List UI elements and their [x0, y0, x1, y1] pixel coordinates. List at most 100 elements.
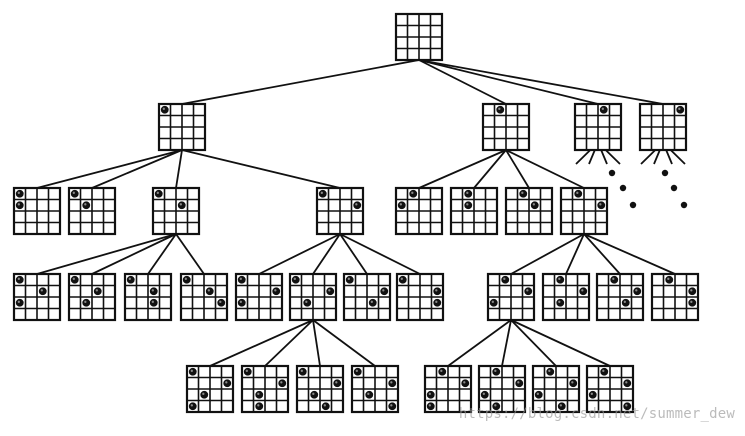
queen-highlight — [526, 289, 529, 292]
queen-piece — [200, 390, 209, 399]
queen-highlight — [239, 300, 242, 303]
queen-piece — [255, 402, 264, 411]
queen-highlight — [517, 381, 520, 384]
queen-piece — [82, 298, 91, 307]
tree-edge — [147, 233, 177, 275]
queen-highlight — [571, 381, 574, 384]
board-node — [531, 364, 581, 414]
tree-edge — [418, 59, 507, 105]
queen-piece — [223, 379, 232, 388]
queen-piece — [333, 379, 342, 388]
queen-piece — [515, 379, 524, 388]
tree-edge — [510, 233, 585, 275]
queen-piece — [426, 390, 435, 399]
queen-piece — [600, 367, 609, 376]
queen-highlight — [678, 107, 681, 110]
queen-piece — [321, 402, 330, 411]
queen-piece — [480, 390, 489, 399]
queen-piece — [398, 275, 407, 284]
queen-highlight — [503, 277, 506, 280]
queen-piece — [464, 201, 473, 210]
stub-line — [605, 149, 621, 165]
queen-piece — [610, 275, 619, 284]
queen-highlight — [305, 300, 308, 303]
queen-piece — [154, 189, 163, 198]
queen-highlight — [690, 289, 693, 292]
queen-piece — [546, 367, 555, 376]
queen-piece — [492, 367, 501, 376]
queen-highlight — [95, 289, 98, 292]
queen-piece — [388, 379, 397, 388]
queen-piece — [489, 298, 498, 307]
queen-piece — [126, 275, 135, 284]
queen-highlight — [625, 404, 628, 407]
tree-edge — [339, 233, 421, 275]
queen-highlight — [17, 277, 20, 280]
queen-highlight — [532, 203, 535, 206]
queen-highlight — [207, 289, 210, 292]
queen-piece — [433, 287, 442, 296]
queen-highlight — [635, 289, 638, 292]
queen-piece — [255, 390, 264, 399]
queen-highlight — [219, 300, 222, 303]
queen-highlight — [84, 300, 87, 303]
queen-highlight — [245, 369, 248, 372]
board-node — [595, 272, 645, 322]
queen-highlight — [428, 404, 431, 407]
tree-edge — [312, 319, 376, 367]
queen-highlight — [390, 381, 393, 384]
tree-edge — [175, 233, 205, 275]
board-node — [157, 102, 207, 152]
board-node — [315, 186, 365, 236]
queen-highlight — [257, 392, 260, 395]
queen-highlight — [293, 277, 296, 280]
queen-piece — [501, 275, 510, 284]
tree-edge — [264, 319, 314, 367]
board-node — [481, 102, 531, 152]
queen-highlight — [590, 392, 593, 395]
board-node — [559, 186, 609, 236]
queen-highlight — [84, 203, 87, 206]
queen-piece — [621, 298, 630, 307]
board-node — [185, 364, 235, 414]
queen-piece — [688, 287, 697, 296]
board-node — [342, 272, 392, 322]
queen-highlight — [440, 369, 443, 372]
queen-highlight — [17, 203, 20, 206]
board-node — [395, 272, 445, 322]
tree-edge — [312, 319, 321, 367]
queen-highlight — [690, 300, 693, 303]
queen-piece — [519, 189, 528, 198]
queen-highlight — [498, 107, 501, 110]
queen-piece — [82, 201, 91, 210]
tree-edge — [175, 149, 183, 189]
queen-highlight — [320, 191, 323, 194]
queen-piece — [530, 201, 539, 210]
continuation-stub — [575, 149, 637, 209]
tree-edge — [510, 319, 611, 367]
board-node — [650, 272, 700, 322]
queen-highlight — [612, 277, 615, 280]
queen-piece — [623, 402, 632, 411]
queen-piece — [426, 402, 435, 411]
queen-piece — [461, 379, 470, 388]
queen-piece — [353, 201, 362, 210]
tree-edge — [181, 149, 341, 189]
queen-highlight — [347, 277, 350, 280]
tree-edge — [565, 233, 585, 275]
ellipsis-dot — [680, 201, 688, 209]
board-node — [394, 186, 444, 236]
queen-piece — [217, 298, 226, 307]
queen-piece — [665, 275, 674, 284]
queen-highlight — [179, 203, 182, 206]
queen-piece — [15, 298, 24, 307]
queen-highlight — [184, 277, 187, 280]
ellipsis-dot — [629, 201, 637, 209]
queen-highlight — [558, 300, 561, 303]
board-node — [541, 272, 591, 322]
queen-piece — [303, 298, 312, 307]
queen-piece — [93, 287, 102, 296]
queen-piece — [326, 287, 335, 296]
queen-highlight — [411, 191, 414, 194]
tree-edge — [505, 149, 585, 189]
